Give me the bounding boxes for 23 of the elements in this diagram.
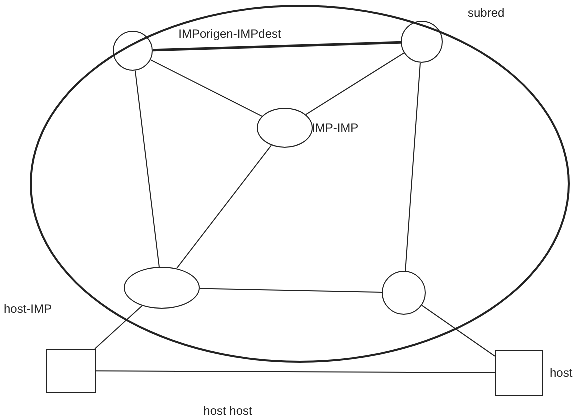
network-link xyxy=(176,145,272,270)
node-circle xyxy=(382,271,426,315)
network-link xyxy=(422,305,496,357)
network-link xyxy=(152,41,402,52)
host-square xyxy=(46,349,96,393)
network-link xyxy=(150,60,263,117)
host-square xyxy=(495,350,543,396)
network-link xyxy=(199,288,382,294)
network-link xyxy=(134,70,160,268)
edge-label: host host xyxy=(202,404,254,418)
edge-label: IMPorigen-IMPdest xyxy=(178,27,282,41)
network-link xyxy=(94,305,143,350)
link-type-label: host-IMP xyxy=(4,302,52,316)
node-circle xyxy=(401,21,443,63)
node-caption: subred xyxy=(468,6,505,20)
node-circle xyxy=(113,31,153,71)
network-ellipse xyxy=(124,267,200,309)
network-link xyxy=(306,52,405,116)
node-caption: host xyxy=(550,366,573,380)
link-type-label: IMP-IMP xyxy=(312,121,359,135)
network-link xyxy=(96,370,496,374)
network-link xyxy=(405,62,421,272)
network-ellipse xyxy=(257,108,313,148)
